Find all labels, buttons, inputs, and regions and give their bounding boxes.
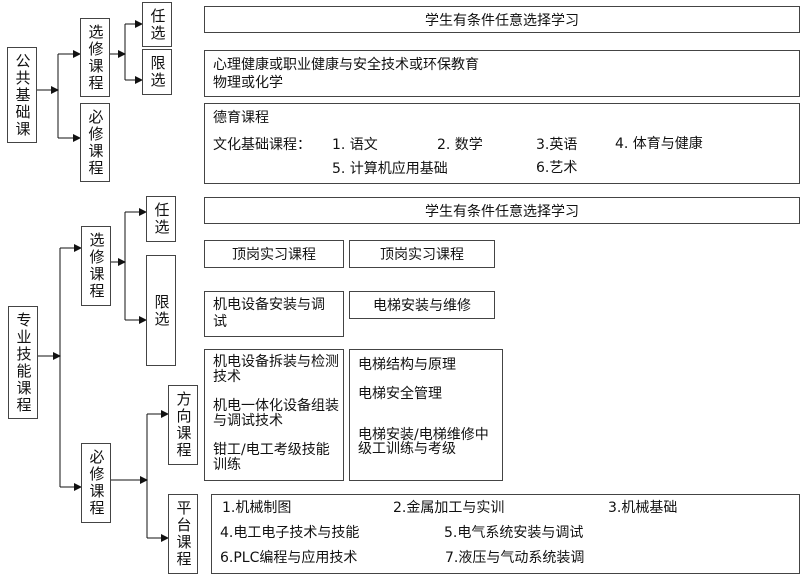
- public-required-node: 必修课程: [80, 103, 110, 182]
- professional-elective-node: 选修课程: [81, 226, 111, 306]
- professional-required-node: 必修课程: [81, 443, 111, 523]
- professional-skill-node: 专业技能课程: [8, 306, 38, 419]
- public-limited-box: 心理健康或职业健康与安全技术或环保教育 物理或化学: [204, 50, 800, 97]
- professional-free-node: 任选: [146, 196, 176, 242]
- public-elective-node: 选修课程: [80, 18, 110, 97]
- direction-course-node: 方向课程: [168, 385, 198, 465]
- limited-left-box: 机电设备安装与调试: [204, 291, 344, 337]
- public-required-box: 德育课程 文化基础课程： 1. 语文 2. 数学 3.英语 4. 体育与健康 5…: [204, 103, 800, 184]
- internship-box-2: 顶岗实习课程: [349, 240, 495, 268]
- limited-right-box: 电梯安装与维修: [349, 291, 495, 319]
- public-free-node: 任选: [142, 2, 172, 47]
- public-basic-node: 公共基础课: [7, 47, 37, 143]
- professional-free-desc-box: 学生有条件任意选择学习: [204, 197, 800, 224]
- internship-box-1: 顶岗实习课程: [204, 240, 344, 268]
- public-limited-node: 限选: [142, 49, 172, 95]
- public-free-desc-box: 学生有条件任意选择学习: [204, 6, 800, 33]
- platform-box: 1.机械制图 2.金属加工与实训 3.机械基础 4.电工电子技术与技能 5.电气…: [211, 494, 800, 574]
- direction-left-box: 机电设备拆装与检测技术 机电一体化设备组装与调试技术 钳工/电工考级技能训练: [204, 349, 344, 481]
- platform-course-node: 平台课程: [168, 494, 198, 574]
- direction-right-box: 电梯结构与原理 电梯安全管理 电梯安装/电梯维修中级工训练与考级: [349, 349, 503, 481]
- professional-limited-node: 限选: [146, 255, 176, 366]
